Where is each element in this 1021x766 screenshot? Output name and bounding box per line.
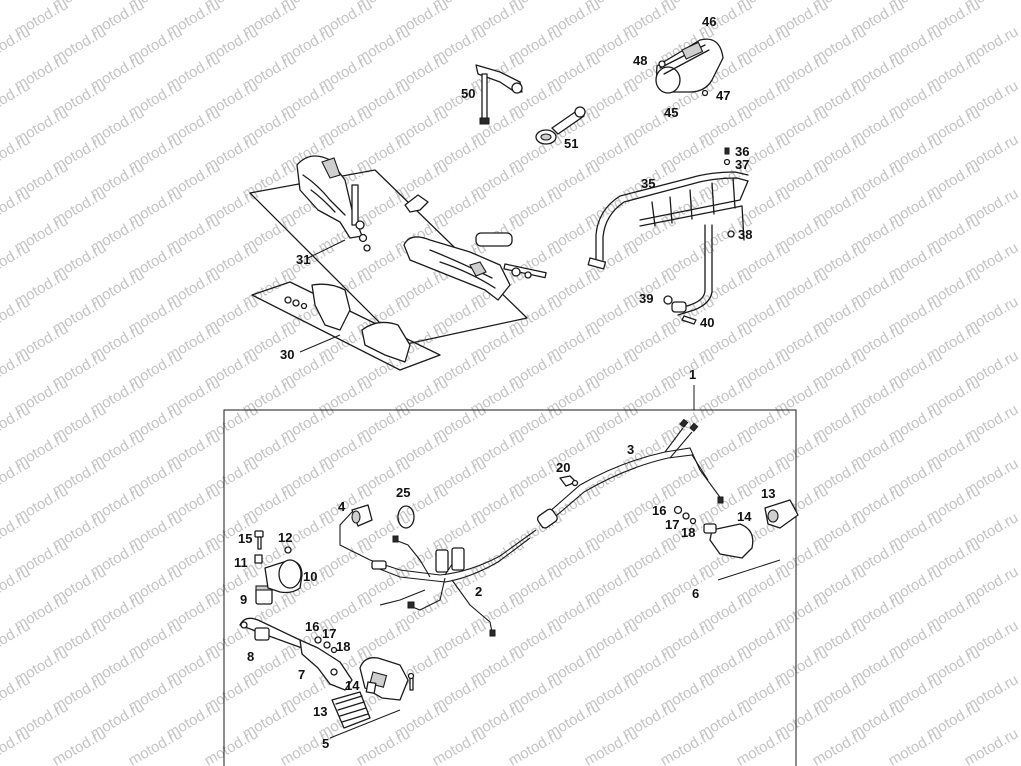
watermark-text: motod.ru [126, 725, 186, 766]
callout-3: 3 [627, 442, 635, 457]
watermark-text: motod.ru [810, 725, 870, 766]
callout-48: 48 [633, 53, 648, 68]
connector-4 [351, 504, 373, 527]
callout-10: 10 [303, 569, 318, 584]
watermark-text: motod.ru [0, 23, 33, 67]
watermark-text: motod.ru [0, 563, 33, 607]
watermark-text: motod.ru [354, 725, 414, 766]
callout-13-signal: 13 [761, 486, 776, 501]
watermark-text: motod.ru [0, 725, 33, 766]
callout-35: 35 [641, 176, 656, 191]
wiring-harness-2 [339, 511, 537, 637]
callout-20: 20 [556, 460, 571, 475]
watermark-text: motod.ru [886, 725, 946, 766]
watermark-text: motod.ru [0, 617, 33, 661]
callout-9: 9 [240, 592, 248, 607]
regulator-10 [254, 530, 303, 594]
callout-45: 45 [664, 105, 679, 120]
callout-8: 8 [247, 649, 255, 664]
callout-2: 2 [475, 584, 483, 599]
callout-37: 37 [735, 157, 750, 172]
callout-11: 11 [234, 555, 248, 570]
callout-25: 25 [396, 485, 411, 500]
tail-light-5 [331, 657, 415, 729]
clip-20 [559, 475, 579, 487]
watermark-text: motod.ru [0, 77, 33, 121]
callout-46: 46 [702, 14, 717, 29]
callout-13-taillight: 13 [313, 704, 328, 719]
callout-36: 36 [735, 144, 750, 159]
callout-5: 5 [322, 736, 330, 751]
callout-14-taillight: 14 [345, 678, 360, 693]
watermark-text: motod.ru [0, 671, 33, 715]
watermark-text: motod.ru [734, 725, 794, 766]
callout-15: 15 [238, 531, 253, 546]
watermark-text: motod.ru [430, 725, 490, 766]
guard-plates-kit-30 [251, 281, 441, 371]
strap-51 [535, 106, 586, 145]
watermark-text: motod.ru [0, 401, 33, 445]
callout-1: 1 [689, 367, 697, 382]
callout-30: 30 [280, 347, 295, 362]
bracket-7 [299, 636, 353, 691]
callout-18-taillight: 18 [336, 639, 351, 654]
watermark-text: motod.ru [0, 0, 33, 13]
watermark-text: motod.ru [0, 131, 33, 175]
watermark-text: motod.ru [506, 725, 566, 766]
turn-signal-6 [673, 499, 799, 559]
ring-25 [397, 505, 415, 529]
hand-guard-kit-31 [249, 155, 547, 346]
watermark-text: motod.ru [962, 725, 1021, 766]
callout-38: 38 [738, 227, 753, 242]
callout-17-taillight: 17 [322, 626, 337, 641]
callout-50: 50 [461, 86, 476, 101]
tool-50 [475, 64, 523, 125]
callout-17-signal: 17 [665, 517, 680, 532]
watermark-text: motod.ru [0, 293, 33, 337]
callout-7: 7 [298, 667, 306, 682]
callout-4: 4 [338, 499, 346, 514]
callout-12: 12 [278, 530, 293, 545]
watermark-text: motod.ru [658, 725, 718, 766]
callout-51: 51 [564, 136, 579, 151]
watermark-text: motod.ru [0, 185, 33, 229]
watermark-text: motod.ru [582, 725, 642, 766]
watermark-text: motod.ru [0, 509, 33, 553]
watermark-text: motod.ru [0, 455, 33, 499]
watermark-text: motod.ru [50, 725, 110, 766]
luggage-rack-35 [587, 147, 749, 325]
watermark-text: motod.ru [0, 239, 33, 283]
callout-40: 40 [700, 315, 715, 330]
callout-16-signal: 16 [652, 503, 667, 518]
callout-14-signal: 14 [737, 509, 752, 524]
watermark-text: motod.ru [202, 725, 262, 766]
tool-bag-45 [655, 38, 724, 97]
callout-31: 31 [296, 252, 311, 267]
callout-6: 6 [692, 586, 700, 601]
callout-16-taillight: 16 [305, 619, 320, 634]
callout-47: 47 [716, 88, 731, 103]
wiring-harness-3 [536, 418, 724, 529]
callout-18-signal: 18 [681, 525, 696, 540]
callout-39: 39 [639, 291, 654, 306]
watermark-text: motod.ru [0, 347, 33, 391]
